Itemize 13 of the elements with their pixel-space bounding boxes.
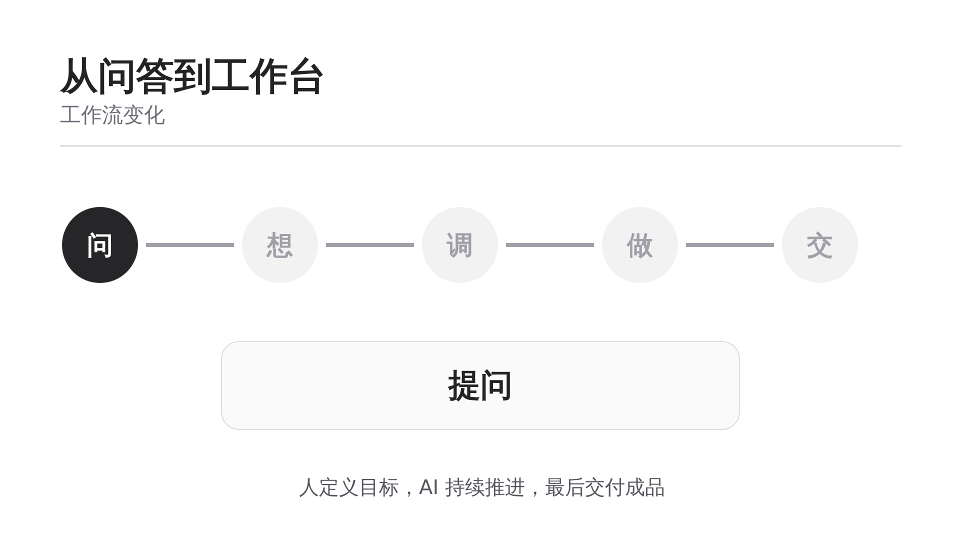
subtitle: 工作流变化 <box>60 102 165 129</box>
step-circle: 做 <box>602 207 678 283</box>
step-circle: 调 <box>422 207 498 283</box>
step-circle: 交 <box>782 207 858 283</box>
title: 从问答到工作台 <box>60 53 326 100</box>
step-circle: 问 <box>62 207 138 283</box>
connector-line <box>506 243 594 247</box>
connector-line <box>686 243 774 247</box>
step-circle: 想 <box>242 207 318 283</box>
stage-box: 提问 <box>221 341 740 430</box>
caption: 人定义目标，AI 持续推进，最后交付成品 <box>298 474 666 501</box>
connector-line <box>146 243 234 247</box>
connector-line <box>326 243 414 247</box>
